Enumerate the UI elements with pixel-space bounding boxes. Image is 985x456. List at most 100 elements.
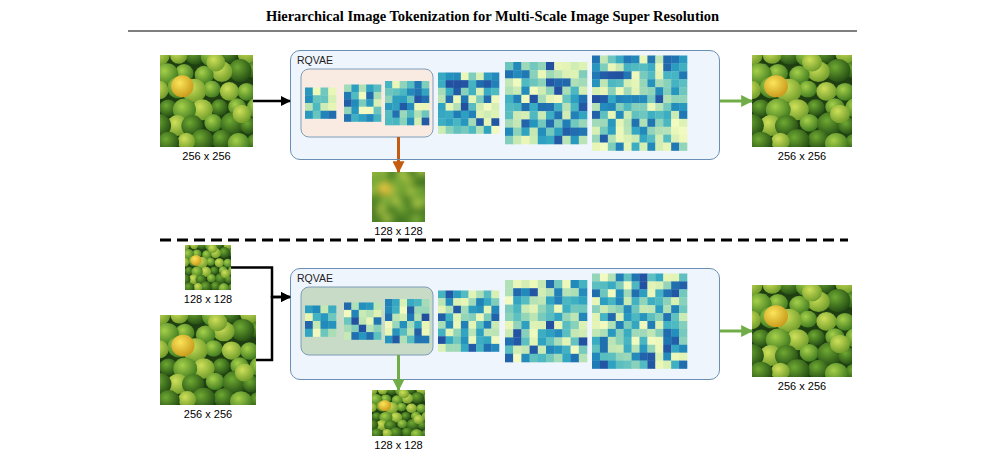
image-art [160,55,253,147]
token-cell [505,321,514,330]
fruit [210,267,218,275]
token-cell [655,305,663,313]
token-cell [632,281,640,289]
token-cell [608,111,616,119]
token-cell [407,88,415,96]
token-cell [351,310,359,318]
token-grid [438,73,499,134]
token-cell [679,119,687,127]
token-cell [640,321,648,329]
token-cell [632,143,640,151]
token-cell [647,111,655,119]
token-cell [554,87,563,96]
token-cell [538,128,547,137]
token-cell [592,361,600,369]
fruit [401,412,411,420]
fruit [178,133,195,147]
token-cell [632,87,640,95]
fruit [206,373,224,390]
token-cell [624,127,632,135]
token-cell [640,361,648,369]
token-cell [446,73,454,81]
token-cell [616,297,624,305]
token-cell [592,87,600,95]
token-cell [571,305,580,314]
token-cell [546,62,555,71]
token-cell [476,80,484,88]
token-cell [647,119,655,127]
token-cell [655,274,663,282]
token-cell [546,329,555,338]
token-cell [616,127,624,135]
token-cell [655,297,663,305]
fruit [830,105,850,123]
token-cell [554,136,563,145]
token-cell [453,126,461,134]
token-cell [616,321,624,329]
token-cell [562,128,571,137]
token-cell [600,313,608,321]
token-cell [414,336,422,344]
token-cell [640,56,648,64]
token-cell [624,361,632,369]
token-cell [608,127,616,135]
fruit [416,187,425,197]
token-cell [521,119,530,128]
encoder-box: RQVAE [290,50,720,160]
token-cell [640,281,648,289]
fruit [160,390,180,405]
token-cell [546,136,555,145]
token-cell [407,103,415,111]
token-cell [521,321,530,330]
fruit [160,81,168,100]
token-cell [640,87,648,95]
token-cell [438,103,446,111]
token-cell [640,353,648,361]
token-cell [655,87,663,95]
token-cell [632,361,640,369]
token-cell [624,313,632,321]
token-cell [600,329,608,337]
fruit [372,428,383,436]
token-cell [579,305,588,314]
token-cell [632,321,640,329]
token-cell [446,291,454,299]
token-cell [469,111,477,119]
token-cell [632,305,640,313]
token-cell [476,88,484,96]
token-cell [671,329,679,337]
fruit [382,214,392,222]
token-cell [546,119,555,128]
token-cell [513,305,522,314]
token-cell [624,71,632,79]
token-cell [414,314,422,322]
token-cell [321,321,329,329]
token-cell [624,353,632,361]
fruit [207,55,226,72]
token-cell [366,92,374,100]
token-cell [640,143,648,151]
token-cell [632,337,640,345]
token-cell [632,56,640,64]
token-cell [513,128,522,137]
token-cell [624,337,632,345]
token-cell [671,95,679,103]
token-cell [655,313,663,321]
token-cell [571,280,580,289]
token-cell [313,95,321,103]
token-cell [640,345,648,353]
token-cell [438,313,446,321]
token-cell [579,119,588,128]
encoder-box: RQVAE [290,268,720,380]
token-cell [461,126,469,134]
token-cell [469,126,477,134]
token-cell [446,344,454,352]
token-cell [328,306,336,314]
token-cell [600,297,608,305]
token-cell [647,56,655,64]
token-cell [476,73,484,81]
token-cell [600,361,608,369]
token-cell [521,288,530,297]
token-cell [632,103,640,111]
token-cell [640,313,648,321]
